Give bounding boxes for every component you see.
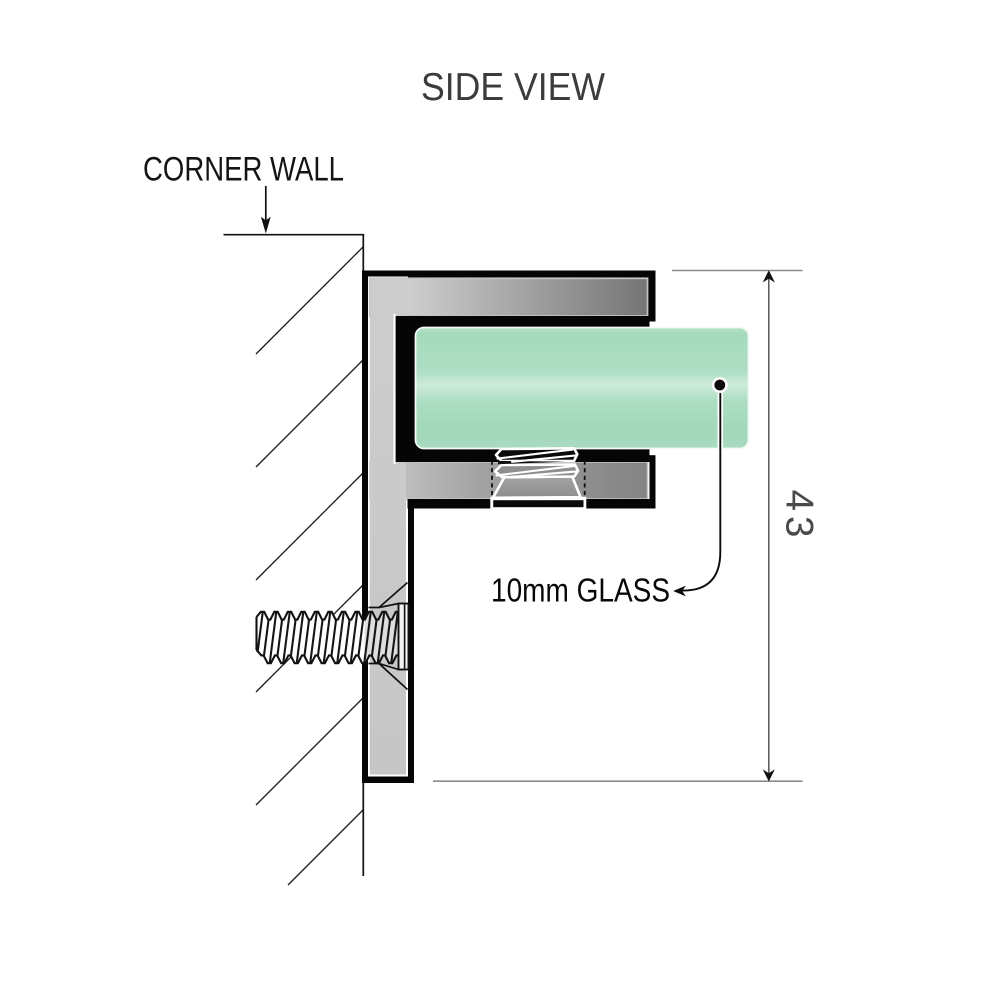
svg-text:CORNER WALL: CORNER WALL: [143, 151, 344, 189]
svg-text:43: 43: [778, 490, 821, 543]
svg-text:10mm GLASS: 10mm GLASS: [491, 573, 670, 610]
svg-text:SIDE VIEW: SIDE VIEW: [421, 66, 606, 109]
